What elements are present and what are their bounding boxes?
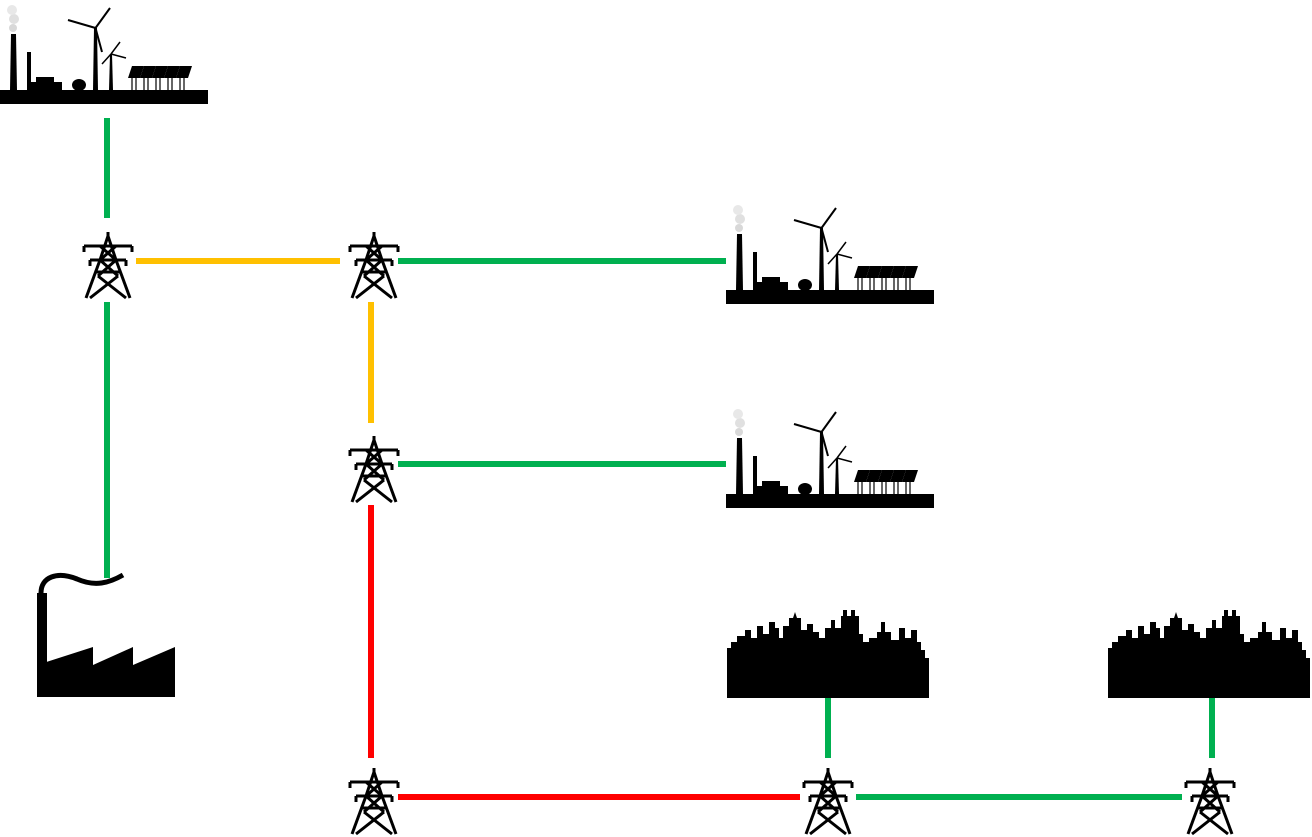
- city-skyline-icon: [727, 610, 929, 698]
- power-plant-icon: [725, 204, 935, 305]
- transmission-tower-icon: [802, 766, 854, 836]
- power-plant-icon: [0, 4, 209, 105]
- factory-icon: [37, 575, 175, 697]
- transmission-tower-icon: [82, 230, 134, 300]
- transmission-tower-icon: [348, 434, 400, 504]
- transmission-tower-icon: [1184, 766, 1236, 836]
- transmission-tower-icon: [348, 766, 400, 836]
- city-skyline-icon: [1108, 610, 1310, 698]
- transmission-lines: [104, 118, 1215, 800]
- grid-nodes: [0, 4, 1310, 836]
- transmission-tower-icon: [348, 230, 400, 300]
- power-plant-icon: [725, 408, 935, 509]
